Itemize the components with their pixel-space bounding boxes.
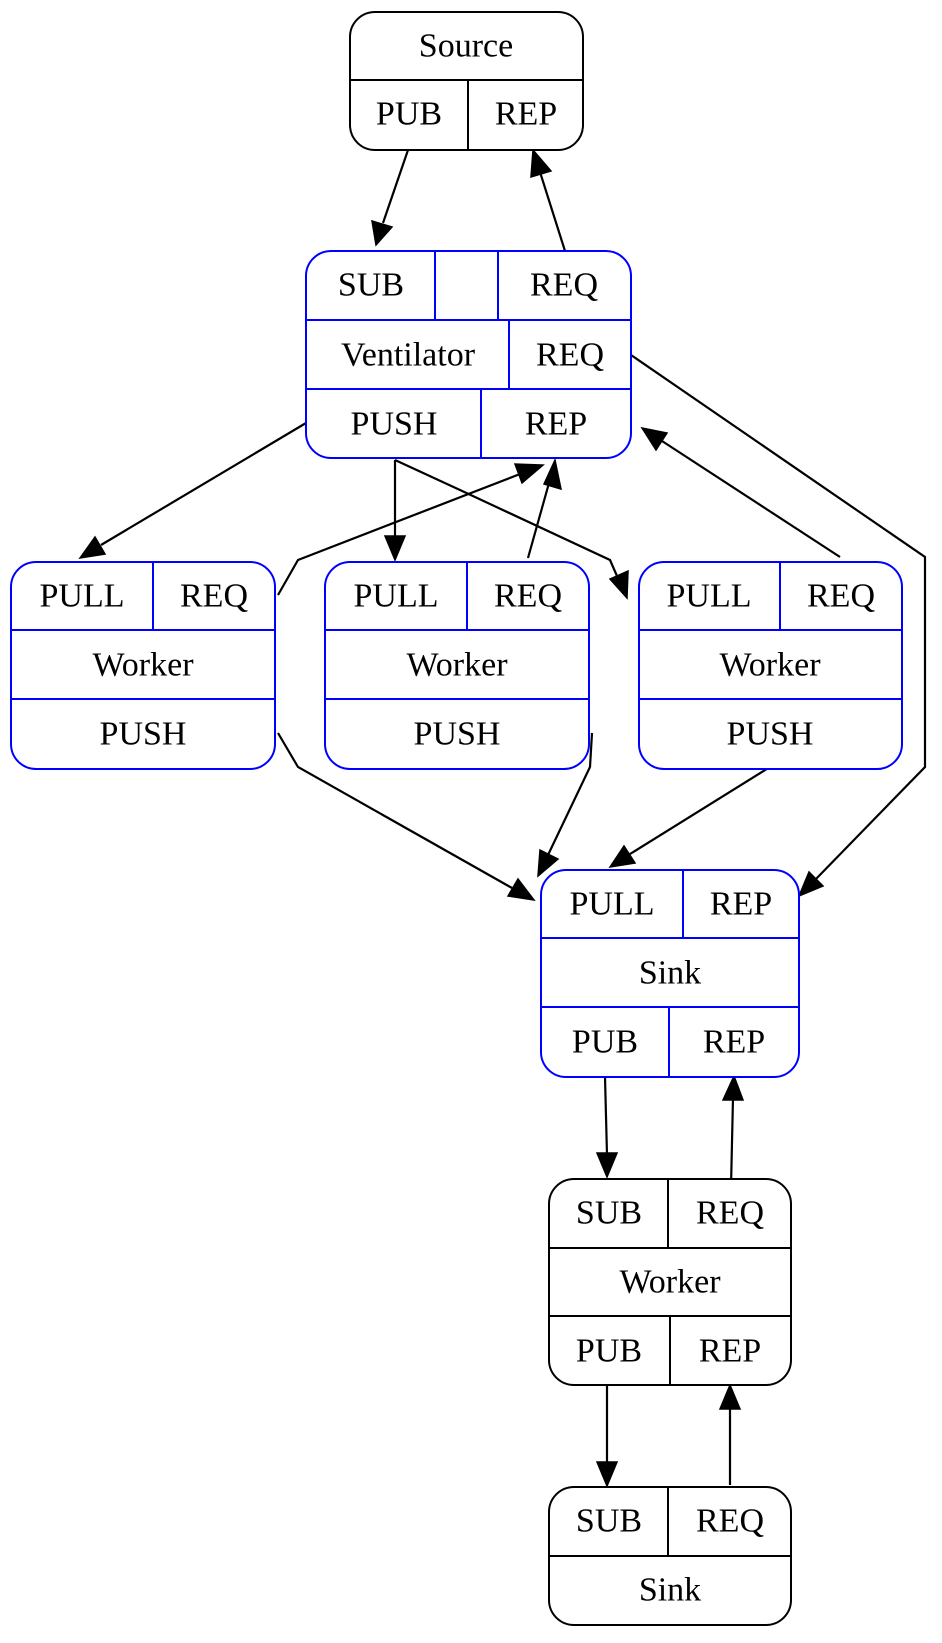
edge-ventilator-req-to-source-rep — [538, 171, 567, 252]
edge-worker-4-req-to-sink-1-rep — [729, 1097, 735, 1188]
node-title: Worker — [619, 1264, 721, 1301]
node-title: Worker — [719, 647, 821, 684]
port-pull: PULL — [570, 886, 655, 923]
edge-worker-1-req-to-ventilator-rep — [277, 472, 521, 596]
port-rep: REP — [495, 96, 557, 133]
arrowhead-icon — [721, 1074, 745, 1101]
node-worker-2: PULL REQ Worker PUSH — [324, 561, 590, 770]
edge-worker-3-req-to-ventilator-rep — [661, 440, 841, 558]
node-title: Ventilator — [341, 337, 476, 374]
node-source: Source PUB REP — [349, 11, 584, 151]
port-sub: SUB — [576, 1503, 642, 1540]
arrowhead-icon — [530, 148, 553, 179]
edge-ventilator-push-to-worker-3-pull — [394, 459, 619, 577]
node-sink-1: PULL REP Sink PUB REP — [540, 869, 800, 1078]
port-req: REQ — [807, 578, 875, 615]
node-worker-1: PULL REQ Worker PUSH — [10, 561, 276, 770]
port-sub: SUB — [338, 267, 404, 304]
edge-worker-1-push-to-sink-1-pull — [277, 732, 513, 889]
arrowhead-icon — [383, 535, 407, 562]
port-sub: SUB — [576, 1195, 642, 1232]
arrowhead-icon — [371, 219, 394, 247]
edge-ventilator-push-to-worker-1-pull — [100, 422, 307, 546]
edge-worker-2-req-to-ventilator-rep — [526, 482, 551, 559]
port-rep: REP — [710, 886, 772, 923]
arrowhead-icon — [640, 426, 669, 452]
node-ventilator: SUB REQ Ventilator REQ PUSH REP — [305, 250, 632, 459]
edge-worker-3-push-to-sink-1-pull — [629, 766, 771, 855]
port-req: REQ — [530, 267, 598, 304]
edges — [78, 148, 927, 1488]
arrowhead-icon — [513, 463, 545, 485]
node-worker-4: SUB REQ Worker PUB REP — [548, 1178, 792, 1386]
port-req: REQ — [180, 578, 248, 615]
arrowhead-icon — [595, 1461, 619, 1488]
port-pull: PULL — [354, 578, 439, 615]
port-rep: REP — [699, 1333, 761, 1370]
arrowhead-icon — [506, 877, 536, 902]
port-req: REQ — [696, 1503, 764, 1540]
arrowhead-icon — [718, 1383, 742, 1410]
port-push: PUSH — [414, 716, 501, 753]
port-pull: PULL — [667, 578, 752, 615]
port-push: PUSH — [100, 716, 187, 753]
arrowhead-icon — [542, 457, 562, 491]
port-pull: PULL — [40, 578, 125, 615]
arrowhead-icon — [78, 535, 107, 560]
arrowhead-icon — [797, 870, 825, 898]
edge-worker-2-push-to-sink-1-pull — [547, 732, 594, 856]
port-rep: REP — [525, 406, 587, 443]
node-title: Source — [419, 28, 513, 65]
port-req: REQ — [696, 1195, 764, 1232]
port-pub: PUB — [576, 1333, 642, 1370]
port-req: REQ — [536, 337, 604, 374]
port-push: PUSH — [351, 406, 438, 443]
edge-source-pub-to-ventilator-sub — [381, 149, 410, 224]
port-req: REQ — [494, 578, 562, 615]
port-push: PUSH — [727, 716, 814, 753]
node-sink-2: SUB REQ Sink — [548, 1486, 792, 1626]
node-title: Worker — [92, 647, 194, 684]
node-worker-3: PULL REQ Worker PUSH — [638, 561, 903, 770]
node-title: Worker — [406, 647, 508, 684]
node-title: Sink — [639, 955, 701, 992]
edge-sink-1-pub-to-worker-4-sub — [603, 1076, 609, 1156]
arrowhead-icon — [537, 848, 560, 878]
arrowhead-icon — [608, 844, 637, 869]
edge-ventilator-req-to-sink-1-rep — [630, 354, 927, 881]
port-rep: REP — [703, 1024, 765, 1061]
node-title: Sink — [639, 1572, 701, 1609]
arrowhead-icon — [608, 569, 629, 600]
port-pub: PUB — [376, 96, 442, 133]
port-pub: PUB — [572, 1024, 638, 1061]
arrowhead-icon — [595, 1152, 619, 1179]
